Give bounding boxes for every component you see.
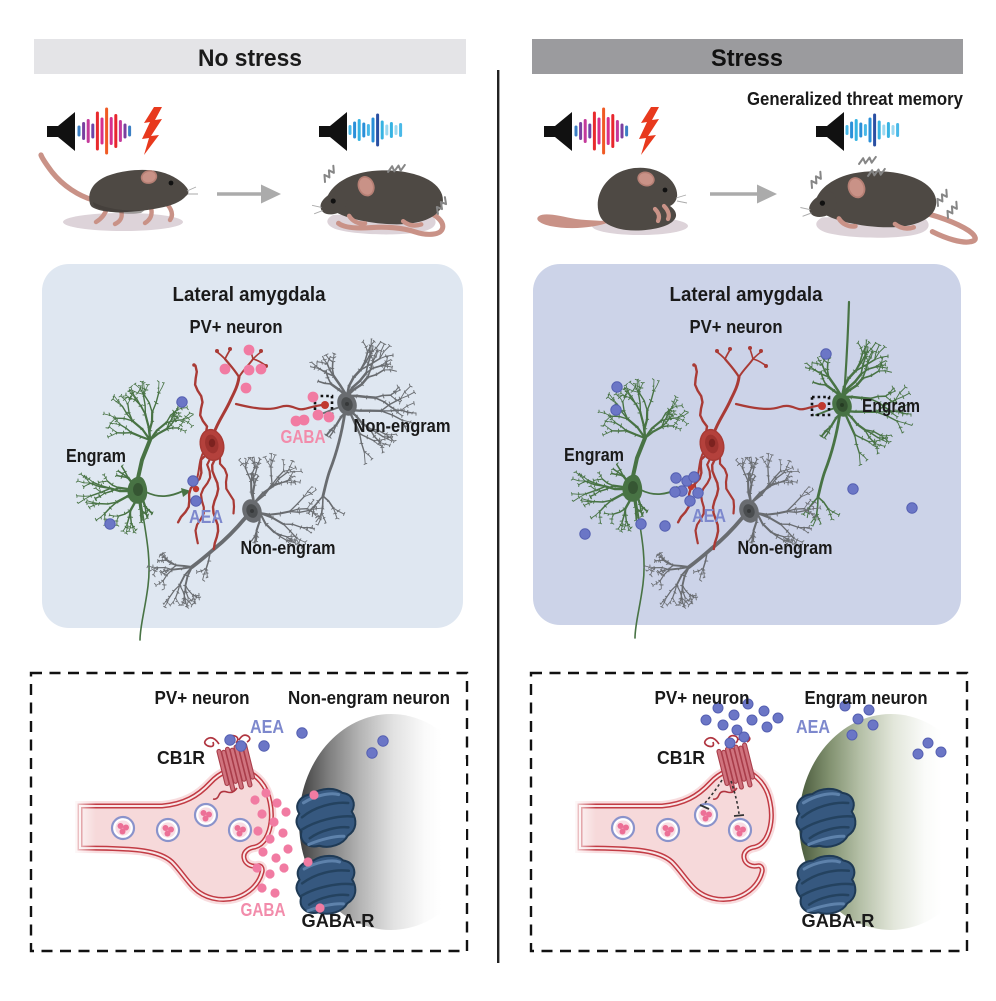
- svg-text:AEA: AEA: [189, 507, 223, 527]
- svg-text:GABA: GABA: [281, 427, 326, 447]
- svg-text:No stress: No stress: [198, 45, 302, 72]
- svg-text:Non-engram: Non-engram: [354, 416, 451, 436]
- svg-text:PV+ neuron: PV+ neuron: [190, 317, 283, 337]
- svg-text:AEA: AEA: [250, 717, 284, 737]
- svg-text:Engram: Engram: [564, 445, 624, 465]
- svg-text:Non-engram: Non-engram: [241, 538, 336, 558]
- svg-text:Non-engram neuron: Non-engram neuron: [288, 688, 450, 708]
- svg-text:GABA: GABA: [241, 900, 286, 920]
- svg-text:PV+ neuron: PV+ neuron: [690, 317, 783, 337]
- svg-text:Engram: Engram: [862, 396, 920, 416]
- svg-text:Engram: Engram: [66, 446, 126, 466]
- svg-text:Stress: Stress: [711, 45, 783, 72]
- svg-text:CB1R: CB1R: [657, 748, 705, 768]
- svg-text:Lateral amygdala: Lateral amygdala: [173, 284, 327, 306]
- svg-text:GABA-R: GABA-R: [302, 911, 375, 931]
- svg-text:PV+ neuron: PV+ neuron: [155, 688, 250, 708]
- svg-text:Lateral amygdala: Lateral amygdala: [670, 284, 824, 306]
- svg-text:PV+ neuron: PV+ neuron: [655, 688, 750, 708]
- svg-text:AEA: AEA: [692, 506, 726, 526]
- svg-text:AEA: AEA: [796, 717, 830, 737]
- svg-text:GABA-R: GABA-R: [802, 911, 875, 931]
- svg-text:CB1R: CB1R: [157, 748, 205, 768]
- svg-text:Generalized threat memory: Generalized threat memory: [747, 88, 964, 109]
- svg-text:Engram neuron: Engram neuron: [805, 688, 928, 708]
- svg-text:Non-engram: Non-engram: [738, 538, 833, 558]
